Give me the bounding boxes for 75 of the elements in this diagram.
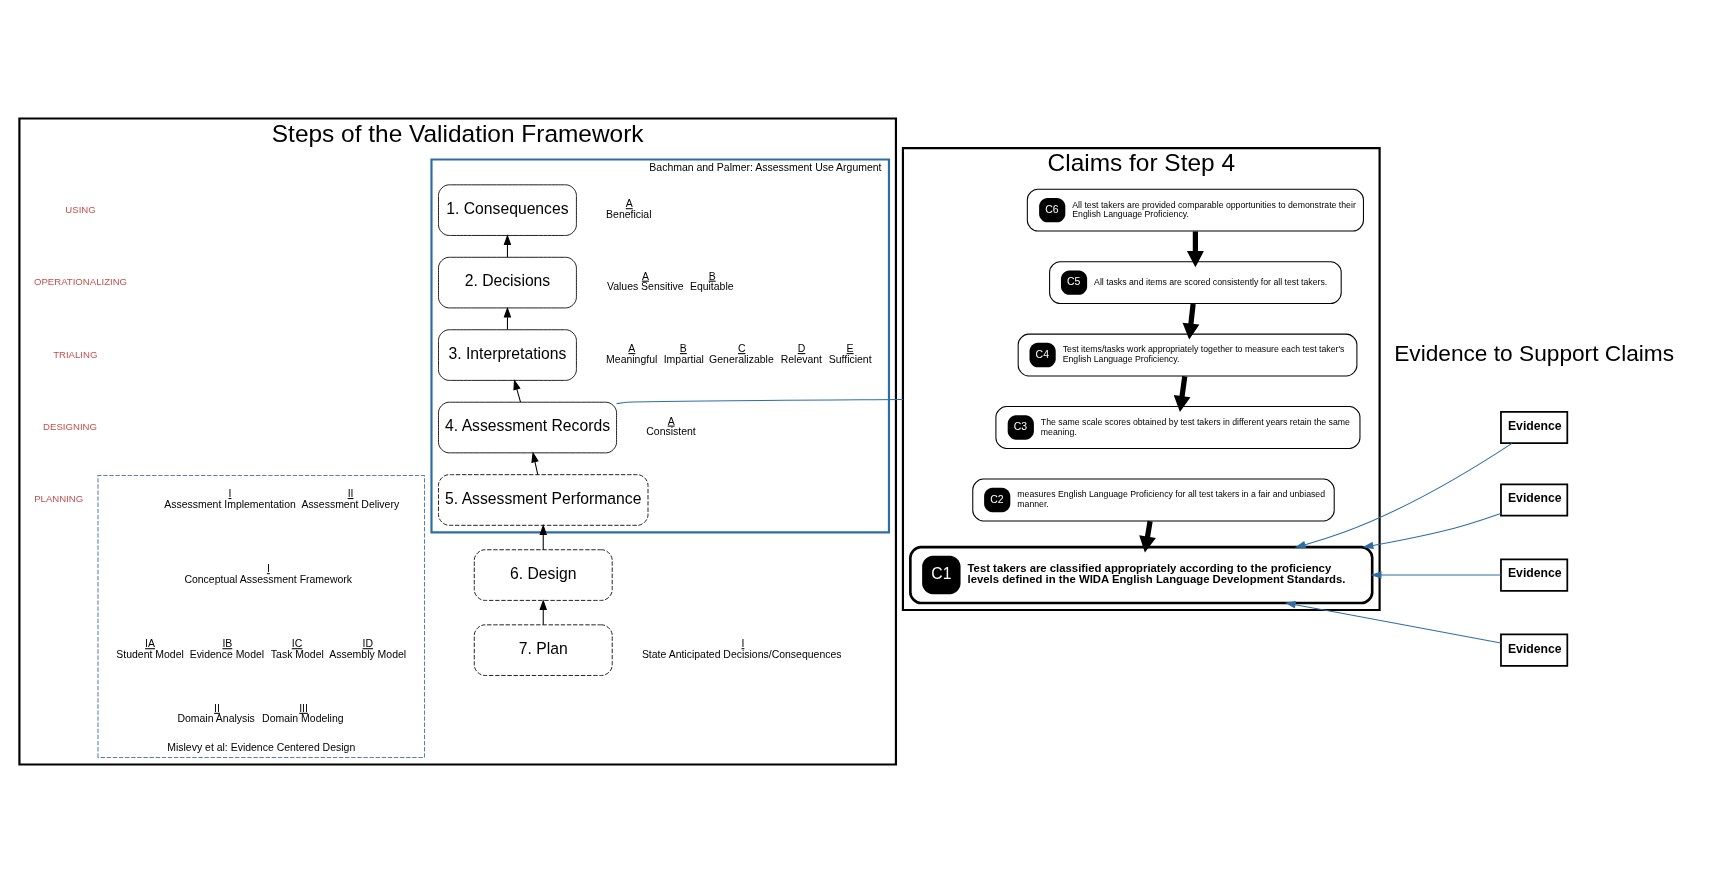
node-label: A bbox=[667, 415, 675, 427]
label: Assembly Model bbox=[329, 648, 407, 660]
node-box: Evidence bbox=[1500, 558, 1569, 592]
node-label: E bbox=[846, 343, 854, 355]
node-box: Evidence bbox=[1500, 483, 1569, 517]
arrow bbox=[513, 379, 522, 403]
node-label: Values Sensitive bbox=[606, 281, 684, 293]
label: OPERATIONALIZING bbox=[33, 276, 128, 288]
connector bbox=[616, 399, 904, 405]
label: Task Model bbox=[270, 648, 324, 660]
node-label: Impartial bbox=[663, 353, 704, 365]
label: ID bbox=[362, 638, 373, 650]
node-box: 7. Plan bbox=[473, 624, 613, 676]
label: Assessment Delivery bbox=[301, 498, 400, 510]
arrow bbox=[1284, 601, 1502, 644]
node-box: C5 All tasks and items are scored consistently for all test takers. bbox=[1049, 261, 1342, 305]
node-label: A bbox=[625, 198, 633, 210]
node-label: A bbox=[628, 343, 636, 355]
node-label: Meaningful bbox=[606, 353, 658, 365]
label: II bbox=[347, 488, 354, 500]
label: DESIGNING bbox=[43, 420, 97, 432]
node-box: C3 The same scale scores obtained by test takers in different years retain the same meaning. bbox=[995, 406, 1361, 449]
arrow bbox=[531, 451, 539, 476]
label: IC bbox=[291, 638, 303, 650]
node-label: I bbox=[741, 638, 745, 650]
arrow bbox=[1186, 231, 1204, 268]
node-box: 6. Design bbox=[473, 549, 613, 601]
node-label: Beneficial bbox=[606, 208, 652, 220]
arrow bbox=[503, 306, 512, 331]
arrow bbox=[1370, 571, 1502, 579]
arrow bbox=[539, 599, 548, 626]
arrow bbox=[1182, 303, 1200, 340]
label: Evidence Model bbox=[189, 648, 265, 660]
node-box: Evidence bbox=[1500, 410, 1569, 445]
label: III bbox=[299, 702, 308, 714]
label: II bbox=[214, 702, 220, 714]
node-label: Equitable bbox=[689, 281, 734, 293]
node-label: B bbox=[708, 270, 716, 282]
label: TRIALING bbox=[53, 348, 98, 360]
node-label: Sufficient bbox=[828, 353, 872, 365]
arrow bbox=[503, 234, 512, 258]
arrow bbox=[1294, 442, 1513, 549]
node-label: C bbox=[737, 343, 746, 355]
label: I bbox=[228, 488, 232, 500]
node-label: State Anticipated Decisions/Consequences bbox=[641, 648, 842, 660]
label: IA bbox=[145, 638, 156, 650]
label: Conceptual Assessment Framework bbox=[184, 573, 352, 585]
label: Domain Analysis bbox=[177, 713, 255, 725]
node-label: Relevant bbox=[780, 353, 823, 365]
node-label: B bbox=[679, 343, 687, 355]
label: I bbox=[266, 563, 270, 575]
label: Student Model bbox=[116, 648, 184, 660]
node-box: C1 Test takers are classified appropriately according to the proficiency levels defined in the WIDA English Language Development Standards. bbox=[909, 545, 1374, 605]
node-box: 5. Assessment Performance bbox=[438, 474, 649, 526]
node-box: C6 All test takers are provided comparable opportunities to demonstrate their English Language Proficiency. bbox=[1026, 188, 1364, 232]
arrow bbox=[1173, 376, 1191, 413]
node-label: Generalizable bbox=[709, 353, 774, 365]
node-box: C2 measures English Language Proficiency for all test takers in a fair and unbiased manner. bbox=[972, 478, 1335, 522]
label: PLANNING bbox=[34, 493, 84, 505]
label: USING bbox=[65, 203, 96, 215]
label: Evidence to Support Claims bbox=[1394, 339, 1675, 366]
node-label: A bbox=[641, 270, 649, 282]
label: IB bbox=[222, 638, 233, 650]
node-label: Consistent bbox=[646, 426, 696, 438]
arrow bbox=[1362, 512, 1502, 550]
node-box: 4. Assessment Records bbox=[438, 401, 617, 454]
node-box: 2. Decisions bbox=[438, 256, 577, 309]
node-label: D bbox=[797, 343, 806, 355]
node-box: 3. Interpretations bbox=[438, 329, 577, 381]
arrow bbox=[539, 524, 548, 551]
label: Assessment Implementation bbox=[164, 498, 296, 510]
node-box: Evidence bbox=[1500, 633, 1569, 667]
node-box: 1. Consequences bbox=[438, 184, 577, 236]
node-box: C4 Test items/tasks work appropriately together to measure each test taker's English Language Proficiency. bbox=[1017, 333, 1358, 377]
label: Domain Modeling bbox=[262, 713, 344, 725]
